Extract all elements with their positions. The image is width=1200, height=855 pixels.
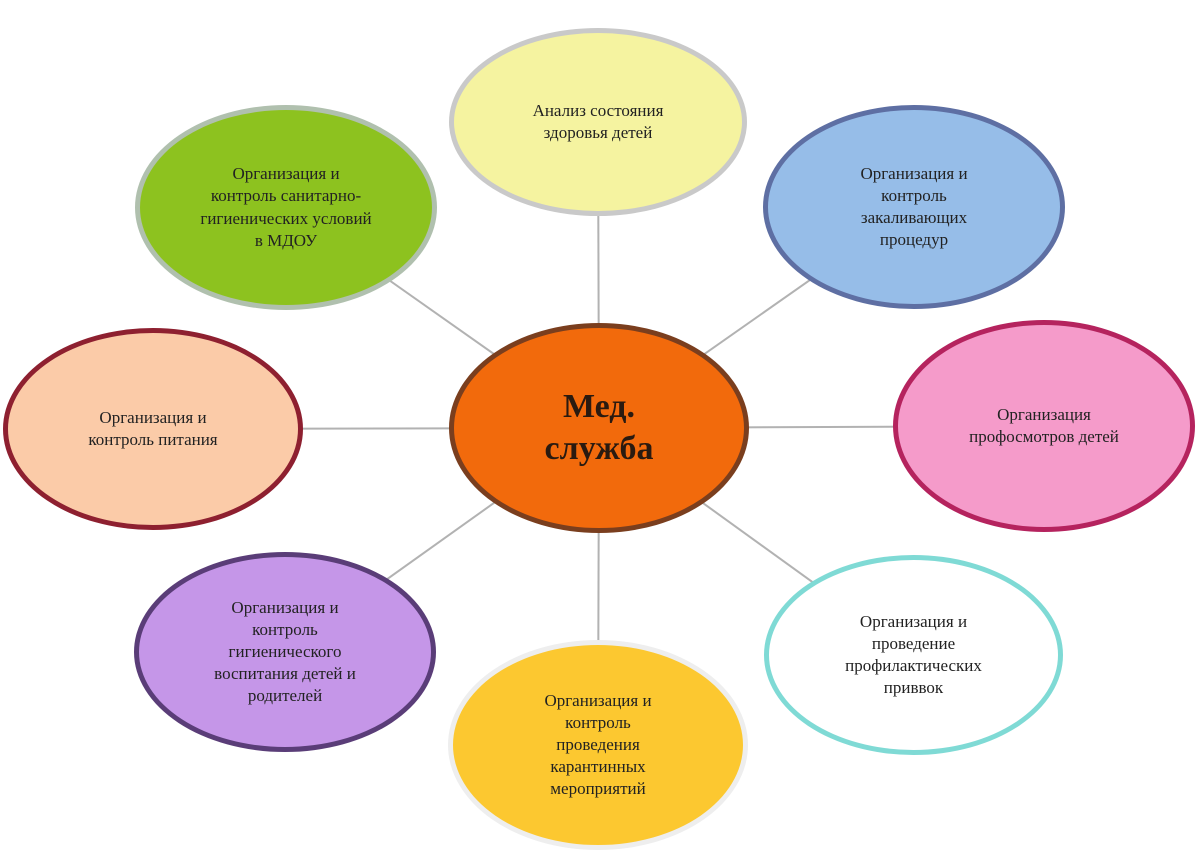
node-vaccinations: Организация и проведение профилактически… [764, 555, 1063, 755]
node-label: Организация и контроль закаливающих проц… [860, 163, 968, 250]
node-label: Организация и контроль санитарно- гигиен… [200, 164, 372, 250]
central-node: Мед. служба [449, 323, 749, 533]
node-health-analysis: Анализ состояния здоровья детей [449, 28, 747, 216]
node-label: Организация и контроль питания [88, 407, 218, 449]
node-hygiene-education: Организация и контроль гигиенического во… [134, 552, 436, 752]
node-label: Анализ состояния здоровья детей [532, 100, 664, 142]
node-nutrition-control: Организация и контроль питания [3, 328, 303, 530]
central-node-label: Мед. служба [544, 387, 654, 468]
node-hardening-control: Организация и контроль закаливающих проц… [763, 105, 1065, 309]
node-label: Организация и контроль гигиенического во… [214, 597, 356, 706]
node-label: Организация и проведение профилактически… [845, 611, 982, 698]
node-label: Организация и контроль проведения карант… [544, 690, 652, 799]
node-quarantine: Организация и контроль проведения карант… [448, 640, 748, 850]
node-label: Организация профосмотров детей [969, 404, 1119, 446]
node-checkups: Организация профосмотров детей [893, 320, 1195, 532]
node-sanitary-control: Организация и контроль санитарно- гигиен… [135, 105, 437, 310]
